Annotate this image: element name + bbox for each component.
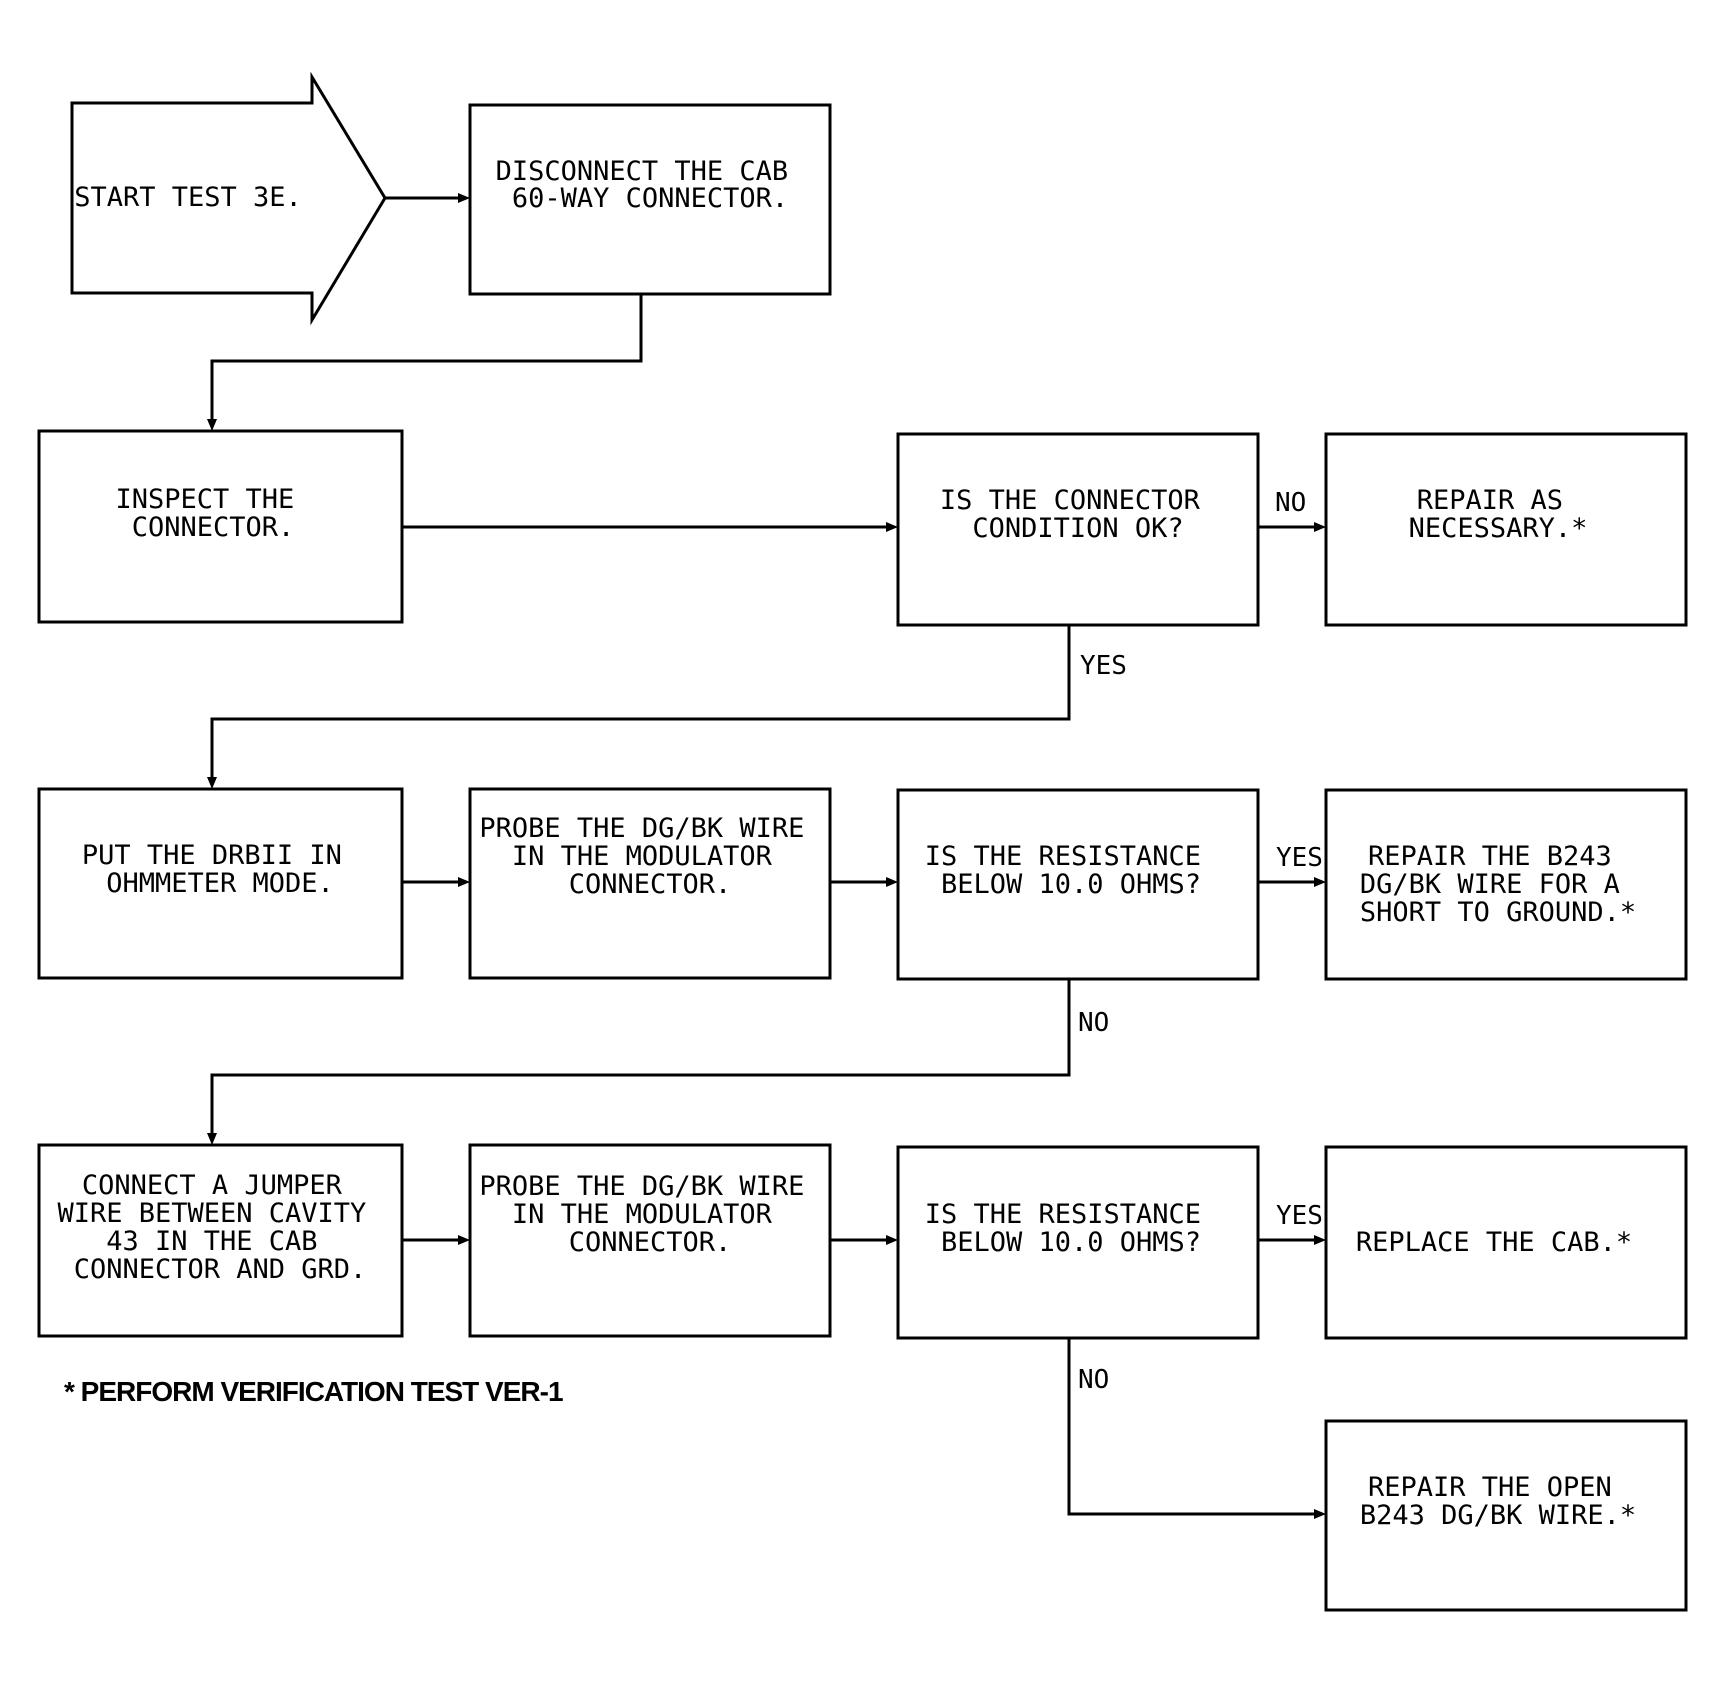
resistance-question-box-2 (896, 1145, 1260, 1340)
branch-label-no: NO (1078, 1365, 1109, 1395)
arrowhead (207, 777, 217, 789)
connector-question-2-no-to-repair-open (1067, 1338, 1318, 1516)
branch-label-yes: YES (1276, 1201, 1323, 1231)
probe-2-text: PROBE THE DG/BK WIRE IN THE MODULATOR CO… (479, 1171, 820, 1258)
arrowhead (458, 877, 470, 887)
branch-label-no: NO (1078, 1008, 1109, 1038)
repair-short-to-ground-box (1324, 788, 1688, 981)
connector-condition-question-box (896, 432, 1260, 627)
connector-question-yes-to-drbii (210, 625, 1071, 781)
connector-question-text: IS THE CONNECTOR CONDITION OK? (940, 485, 1216, 544)
arrowhead (886, 1235, 898, 1245)
resistance-question-2-text: IS THE RESISTANCE BELOW 10.0 OHMS? (925, 1199, 1218, 1258)
connector-disconnect-to-inspect (210, 294, 643, 423)
repair-open-wire-box (1324, 1419, 1688, 1612)
connect-jumper-text: CONNECT A JUMPER WIRE BETWEEN CAVITY 43 … (57, 1170, 382, 1285)
footnote: * PERFORM VERIFICATION TEST VER-1 (64, 1376, 563, 1407)
start-arrow-shape (70, 71, 387, 326)
arrowhead (207, 419, 217, 431)
replace-cab-box (1324, 1145, 1688, 1340)
replace-cab-text: REPLACE THE CAB.* (1356, 1227, 1632, 1258)
repair-short-text: REPAIR THE B243 DG/BK WIRE FOR A SHORT T… (1360, 841, 1636, 928)
inspect-text: INSPECT THE CONNECTOR. (115, 484, 310, 543)
repair-as-necessary-text: REPAIR AS NECESSARY.* (1409, 485, 1588, 544)
arrowhead (1314, 877, 1326, 887)
resistance-question-1-text: IS THE RESISTANCE BELOW 10.0 OHMS? (925, 841, 1218, 900)
probe-1-text: PROBE THE DG/BK WIRE IN THE MODULATOR CO… (479, 813, 820, 900)
arrowhead (886, 877, 898, 887)
arrowhead (458, 193, 470, 203)
branch-label-yes: YES (1080, 651, 1127, 681)
arrowhead (886, 522, 898, 532)
resistance-question-box-1 (896, 788, 1260, 981)
arrowhead (1314, 522, 1326, 532)
disconnect-text: DISCONNECT THE CAB 60-WAY CONNECTOR. (496, 156, 805, 214)
repair-as-necessary-box (1324, 432, 1688, 627)
branch-label-yes: YES (1276, 843, 1323, 873)
arrowhead (1314, 1509, 1326, 1519)
probe-wire-box-1 (468, 787, 832, 980)
branch-label-no: NO (1275, 488, 1306, 518)
probe-wire-box-2 (468, 1143, 832, 1338)
inspect-connector-box (37, 429, 404, 624)
arrowhead (207, 1133, 217, 1145)
arrowhead (458, 1235, 470, 1245)
put-drbii-text: PUT THE DRBII IN OHMMETER MODE. (82, 840, 358, 899)
repair-open-text: REPAIR THE OPEN B243 DG/BK WIRE.* (1360, 1472, 1636, 1531)
put-drbii-box (37, 787, 404, 980)
disconnect-connector-box (468, 103, 832, 296)
start-text: START TEST 3E. (74, 182, 302, 213)
connector-question-1-no-to-jumper (210, 979, 1071, 1137)
arrowhead (1314, 1235, 1326, 1245)
